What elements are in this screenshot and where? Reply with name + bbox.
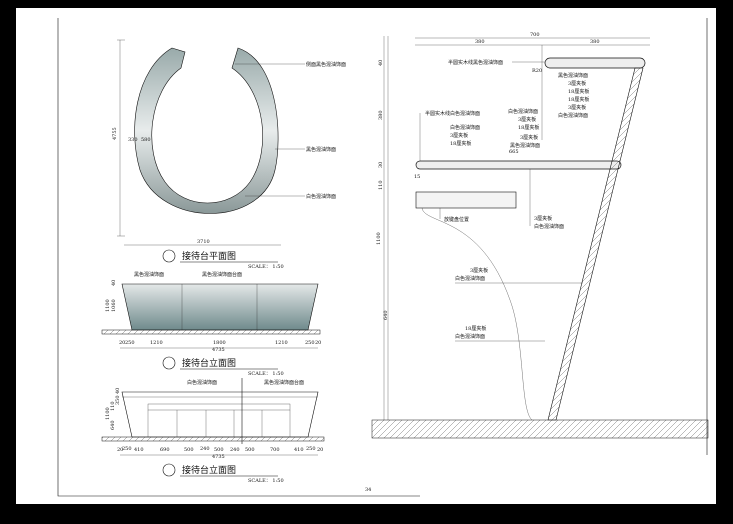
dim: 500 (245, 447, 255, 453)
top-board (544, 57, 646, 69)
dim: 640 (110, 420, 116, 430)
dim: 20 (119, 340, 125, 346)
label: 3厘夹板 (520, 134, 538, 141)
label: 白色混油饰面 (558, 112, 588, 119)
dim: 410 (294, 447, 304, 453)
scale-label: SCALE： 1:50 (248, 264, 284, 270)
dim: 40 (115, 388, 121, 394)
dim-total: 4735 (212, 454, 225, 460)
label: 黑色混油饰面 (558, 72, 588, 79)
label: 3厘夹板 (518, 116, 536, 123)
label: 3厘夹板 (568, 80, 586, 87)
top-stack-labels: 黑色混油饰面 3厘夹板 18厘夹板 18厘夹板 3厘夹板 白色混油饰面 (558, 72, 589, 119)
dim-inner: 580 (141, 137, 151, 143)
dim: 1210 (275, 340, 288, 346)
label: 黑色混油饰面台面 (202, 271, 242, 278)
dim: 700 (270, 447, 280, 453)
dim: 1100 (105, 299, 111, 312)
label: 3厘夹板 (534, 215, 552, 222)
label: 白色混油饰面 (306, 193, 336, 200)
label: 黑色混油饰面 (510, 142, 540, 149)
dim: 20 (317, 447, 323, 453)
label: 放键盘位置 (444, 216, 469, 223)
label: 半圆实木线白色混油饰面 (425, 110, 480, 117)
dim-width: 3710 (197, 239, 210, 245)
dim: R20 (532, 68, 542, 74)
label: 18厘夹板 (465, 325, 486, 332)
dim: 15 (414, 174, 420, 180)
dim: 110 (378, 180, 384, 190)
view-title: 接待台立面图 (182, 357, 236, 369)
dim: 1100 (376, 232, 382, 245)
slanted-panel (547, 67, 644, 421)
dim-total: 4735 (212, 347, 225, 353)
dim: 500 (184, 447, 194, 453)
label: 白色混油饰面 (534, 223, 564, 230)
dim: 250 (306, 446, 316, 452)
dim: 250 (125, 340, 135, 346)
label: 白色混油饰面 (450, 124, 480, 131)
label: 黑色混油饰面 (306, 146, 336, 153)
dim: 700 (530, 32, 540, 38)
dim: 380 (475, 39, 485, 45)
dim: 410 (134, 447, 144, 453)
label: 半圆实木线黑色混油饰面 (448, 59, 503, 66)
label: 18厘夹板 (568, 88, 589, 95)
dim: 240 (230, 447, 240, 453)
view-title: 接待台平面图 (182, 250, 236, 262)
dim: 40 (378, 60, 384, 66)
scale-label: SCALE： 1:50 (248, 478, 284, 484)
dim: 1060 (111, 299, 117, 312)
elevation-view-1: 黑色混油饰面 黑色混油饰面台面 1100 1060 40 20 250 1210… (101, 271, 321, 377)
view-title: 接待台立面图 (182, 464, 236, 476)
label: 3厘夹板 (450, 132, 468, 139)
label: 白色混油饰面 (508, 108, 538, 115)
dim: 30 (378, 162, 384, 168)
plan-view: 4755 3710 330 580 侧面黑色混油饰面 黑色混油饰面 白色混油饰面… (112, 39, 346, 270)
label: 18厘夹板 (568, 96, 589, 103)
label: 白色混油饰面 (455, 275, 485, 282)
label: 3厘夹板 (470, 267, 488, 274)
dim: 250 (305, 340, 315, 346)
page-number: 34 (365, 487, 371, 493)
label: 18厘夹板 (450, 140, 471, 147)
dim: 20 (117, 447, 123, 453)
counter-body (121, 283, 319, 331)
label: 18厘夹板 (518, 124, 539, 131)
dim: 640 (383, 310, 389, 320)
label: 白色混油饰面 (187, 379, 217, 386)
dim: 20 (315, 340, 321, 346)
label: 白色混油饰面 (455, 333, 485, 340)
elevation-view-2: 白色混油饰面 黑色混油饰面台面 1100 640 110 350 40 20 2… (101, 378, 325, 484)
dim-ring: 330 (128, 137, 138, 143)
desk-board (415, 160, 622, 170)
label: 黑色混油饰面台面 (264, 379, 304, 386)
dim: 380 (378, 110, 384, 120)
section-view: 700 380 380 40 380 30 110 1100 640 R20 6… (371, 32, 709, 439)
dim: 690 (160, 447, 170, 453)
dim: 250 (122, 446, 132, 452)
label: 3厘夹板 (568, 104, 586, 111)
floor (371, 419, 709, 439)
dim: 110 (110, 401, 116, 411)
label: 黑色混油饰面 (134, 271, 164, 278)
dim: 40 (111, 280, 117, 286)
dim-height: 4755 (112, 127, 118, 140)
dim: 1800 (213, 340, 226, 346)
dim: 500 (214, 447, 224, 453)
dim: 665 (509, 149, 519, 155)
frame-border (57, 18, 420, 497)
keyboard-tray (415, 191, 517, 209)
dim: 380 (590, 39, 600, 45)
label: 侧面黑色混油饰面 (306, 61, 346, 68)
scale-label: SCALE： 1:50 (248, 371, 284, 377)
reception-ring (134, 47, 279, 214)
dim: 1210 (150, 340, 163, 346)
dim: 1100 (105, 407, 111, 420)
dim: 240 (200, 446, 210, 452)
dim: 350 (115, 395, 121, 405)
